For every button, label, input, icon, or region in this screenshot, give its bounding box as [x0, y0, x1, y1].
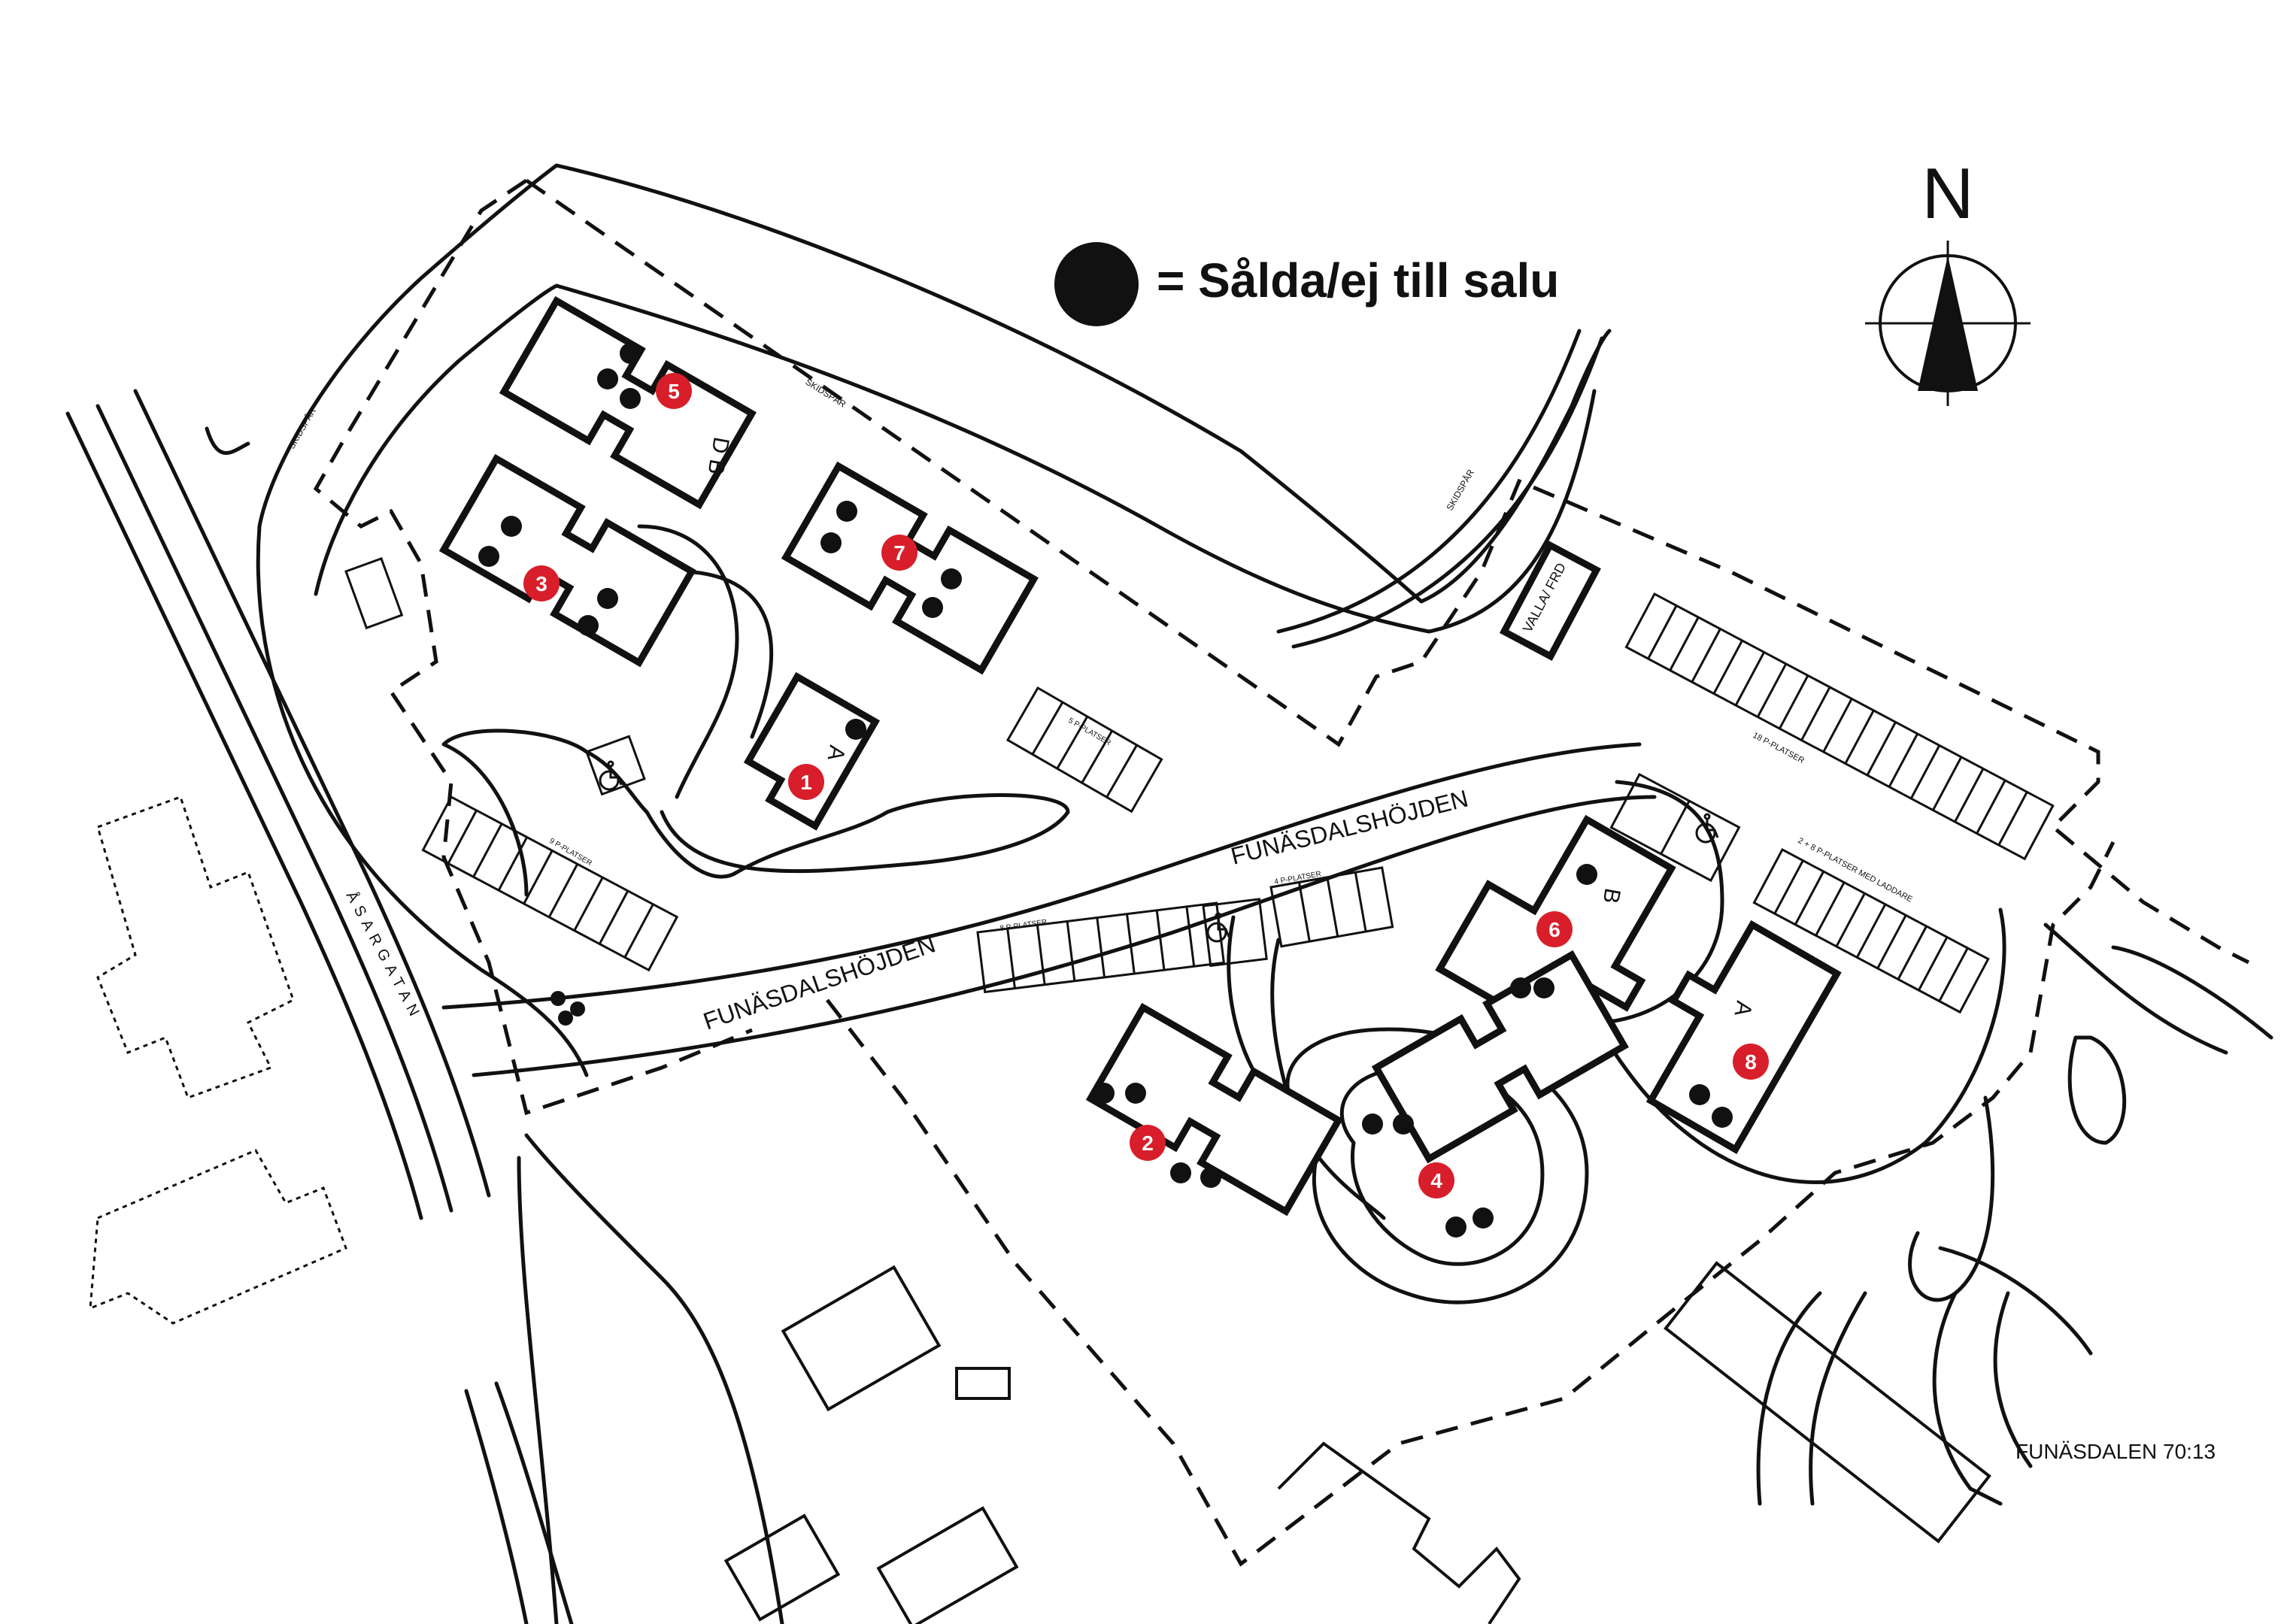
svg-text:7: 7	[893, 541, 905, 565]
neighbour-buildings	[89, 795, 347, 1325]
marker-6[interactable]: 6	[1536, 911, 1573, 947]
unit-number-markers: 5 3 7 1 6 8 2 4	[523, 373, 1769, 1198]
road-network	[65, 163, 2273, 1624]
label-parking-3: 5 P-PLATSER	[1067, 717, 1112, 747]
marker-5[interactable]: 5	[656, 373, 692, 409]
svg-text:1: 1	[800, 771, 812, 794]
marker-7[interactable]: 7	[881, 535, 917, 571]
svg-text:3: 3	[535, 572, 547, 595]
property-boundary	[313, 178, 2250, 1567]
label-parking-6: 2 + 8 P-PLATSER MED LADDARE	[1797, 836, 1914, 904]
building-1[interactable]	[737, 671, 881, 831]
svg-text:2: 2	[1142, 1132, 1154, 1155]
street-asargatan: ÅSARGATAN	[343, 889, 426, 1025]
lower-buildings	[723, 1261, 1991, 1624]
compass-n-label: N	[1921, 153, 1973, 234]
building-7[interactable]	[781, 461, 1039, 675]
marker-4[interactable]: 4	[1418, 1162, 1454, 1198]
accessible-parking-icon	[599, 760, 1719, 943]
north-arrow: N	[1865, 153, 2031, 406]
svg-text:6: 6	[1548, 918, 1560, 941]
label-skidspar-3: SKIDSPÅR	[1444, 467, 1477, 512]
valla-building: VALLA/ FRD	[1499, 541, 1601, 661]
legend-dot-icon	[1054, 242, 1139, 326]
marker-3[interactable]: 3	[523, 565, 560, 601]
label-parking-2: 8 P-PLATSER	[999, 918, 1048, 933]
label-skidspar-1: SKIDSPÅR	[286, 405, 319, 450]
apartment-buildings	[438, 295, 1842, 1216]
legend: = Sålda/ej till salu	[1054, 242, 1559, 326]
street-funasdalshojden-1: FUNÄSDALSHÖJDEN	[700, 930, 939, 1035]
sold-markers	[478, 343, 1733, 1238]
north-arrow-icon	[1918, 256, 1978, 391]
parking-areas	[344, 556, 2055, 1014]
svg-text:5: 5	[668, 380, 680, 403]
plan-id: FUNÄSDALEN 70:13	[2015, 1440, 2216, 1463]
legend-label: = Sålda/ej till salu	[1157, 253, 1559, 308]
building-4[interactable]	[1371, 950, 1629, 1164]
svg-text:4: 4	[1430, 1169, 1442, 1192]
building-2[interactable]	[1085, 1002, 1343, 1216]
marker-2[interactable]: 2	[1130, 1125, 1166, 1161]
svg-text:8: 8	[1745, 1050, 1757, 1074]
street-funasdalshojden-2: FUNÄSDALSHÖJDEN	[1228, 785, 1471, 870]
marker-1[interactable]: 1	[788, 764, 824, 800]
label-parking-5: 18 P-PLATSER	[1752, 731, 1806, 765]
building-3[interactable]	[438, 453, 696, 668]
marker-8[interactable]: 8	[1733, 1044, 1769, 1080]
